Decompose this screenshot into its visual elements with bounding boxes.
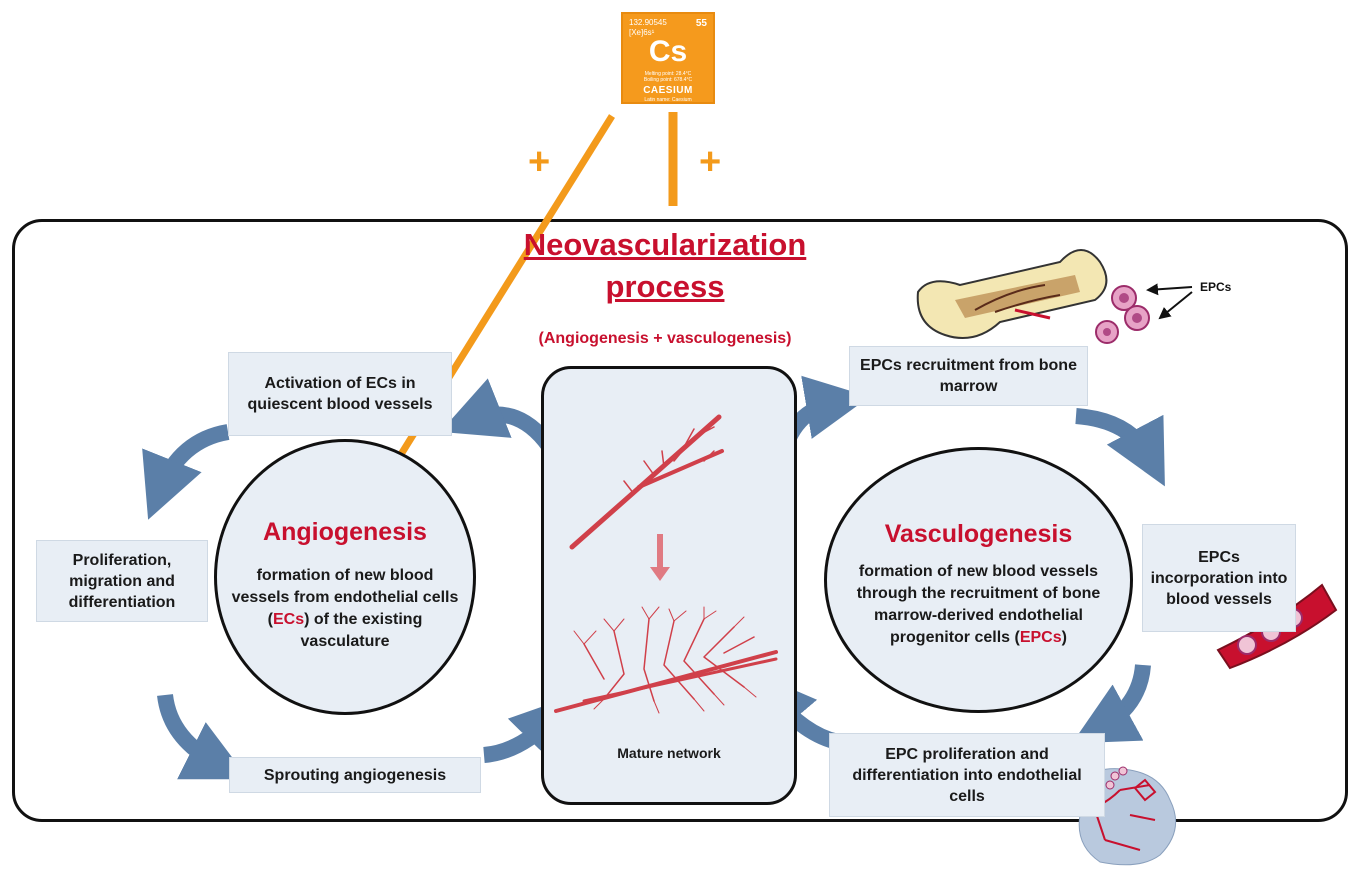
caesium-element-tile: 132.90545 [Xe]6s¹ 55 Cs Melting point: 2… xyxy=(621,12,715,104)
center-vessel-panel: Mature network xyxy=(541,366,797,805)
arrow-incorporation-to-epc-prolif xyxy=(1071,664,1151,744)
bone-marrow-illustration xyxy=(916,249,1108,339)
arrow-activation-to-proliferation xyxy=(142,424,230,520)
element-properties: Melting point: 28.4°C Boiling point: 678… xyxy=(643,71,693,83)
box-activation: Activation of ECs in quiescent blood ves… xyxy=(228,352,452,436)
epcs-tag: EPCs xyxy=(1200,280,1232,294)
vasculogenesis-description: formation of new blood vessels through t… xyxy=(856,563,1101,646)
page-title: Neovascularization process xyxy=(523,227,807,304)
box-incorporation: EPCs incorporation into blood vessels xyxy=(1142,524,1296,632)
vessel-network-graphics xyxy=(554,414,778,714)
element-name: CAESIUM xyxy=(643,85,693,96)
epcs-pointer-arrow-2 xyxy=(1158,291,1193,320)
epc-cells-cluster xyxy=(1095,285,1150,344)
element-symbol: Cs xyxy=(648,35,688,68)
element-subname: Latin name: Caesium xyxy=(644,97,692,103)
vasculogenesis-title: Vasculogenesis xyxy=(884,520,1073,548)
atomic-number: 55 xyxy=(695,18,707,29)
angiogenesis-circle: Angiogenesis formation of new blood vess… xyxy=(214,439,476,715)
box-epc-proliferation: EPC proliferation and differentiation in… xyxy=(829,733,1105,817)
plus-left: + xyxy=(528,141,551,183)
arrow-recruitment-to-incorporation xyxy=(1075,408,1165,487)
plus-right: + xyxy=(699,141,722,183)
mature-network-label: Mature network xyxy=(617,745,721,761)
angiogenesis-description: formation of new blood vessels from endo… xyxy=(231,567,459,650)
main-frame xyxy=(12,219,1348,822)
box-sprouting: Sprouting angiogenesis xyxy=(229,757,481,793)
page-subtitle: (Angiogenesis + vasculogenesis) xyxy=(538,330,792,347)
box-proliferation: Proliferation, migration and differentia… xyxy=(36,540,208,622)
electron-config: [Xe]6s¹ xyxy=(629,28,655,37)
angiogenesis-title: Angiogenesis xyxy=(263,518,427,546)
box-recruitment: EPCs recruitment from bone marrow xyxy=(849,346,1088,406)
vasculogenesis-circle: Vasculogenesis formation of new blood ve… xyxy=(824,447,1133,713)
atomic-mass: 132.90545 xyxy=(629,18,667,27)
epcs-pointer-arrow-1 xyxy=(1146,283,1193,296)
arrow-proliferation-to-sprouting xyxy=(157,693,249,780)
